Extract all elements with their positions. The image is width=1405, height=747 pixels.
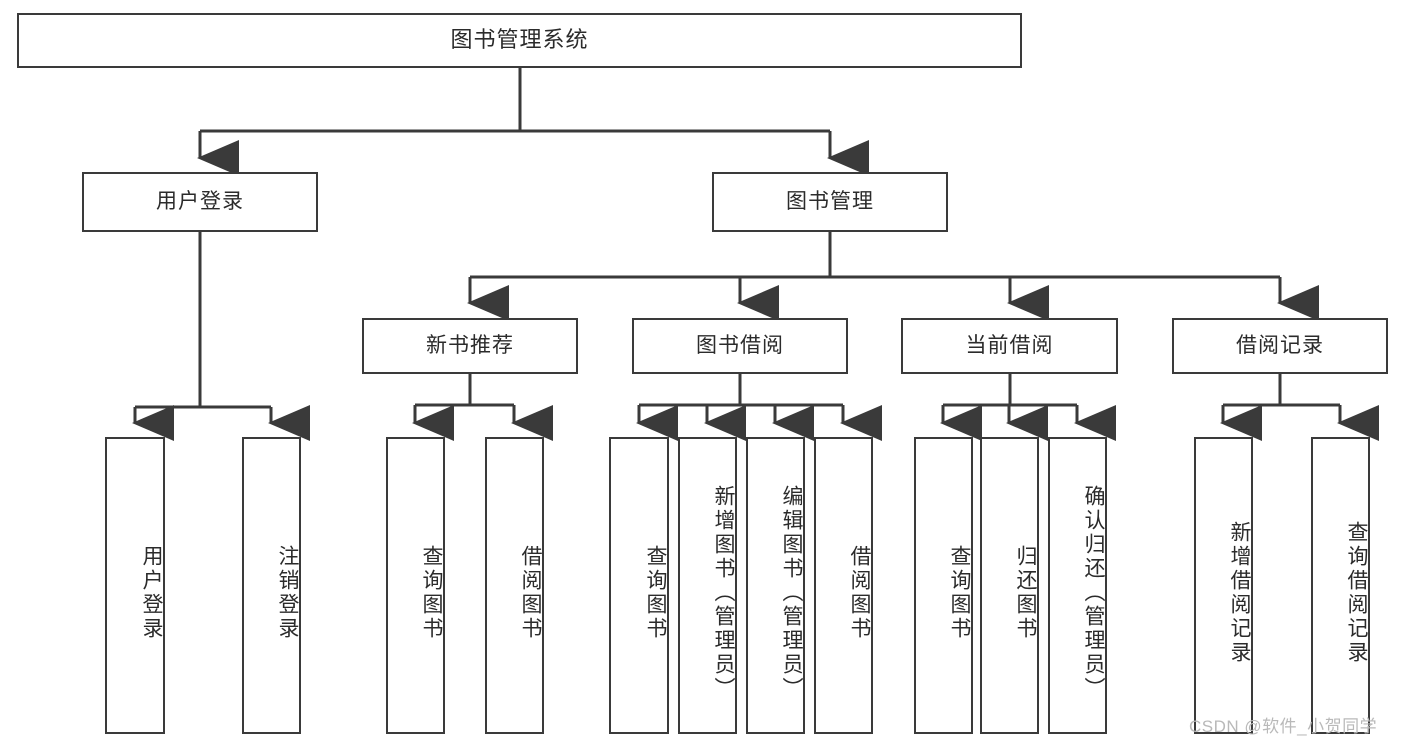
node-label: 归还图书 — [1014, 544, 1037, 641]
node-label: 借阅图书 — [519, 544, 542, 641]
node-label: 当前借阅 — [965, 334, 1054, 358]
node-label: 查询图书 — [948, 544, 971, 641]
node-label: 用户登录 — [140, 544, 163, 641]
node-leaf-logout-login[interactable]: 注销登录 — [242, 437, 301, 734]
node-leaf-query-book-2[interactable]: 查询图书 — [609, 437, 669, 734]
node-label: 借阅记录 — [1236, 334, 1324, 358]
node-label: 用户登录 — [156, 190, 244, 214]
node-leaf-edit-book[interactable]: 编辑图书（管理员） — [746, 437, 805, 734]
node-current-borrow[interactable]: 当前借阅 — [901, 318, 1118, 374]
node-leaf-query-book-1[interactable]: 查询图书 — [386, 437, 445, 734]
node-label: 借阅图书 — [848, 544, 871, 641]
node-root-system[interactable]: 图书管理系统 — [17, 13, 1022, 68]
node-leaf-borrow-book-1[interactable]: 借阅图书 — [485, 437, 544, 734]
node-label: 注销登录 — [276, 544, 299, 641]
node-label: 确认归还（管理员） — [1082, 484, 1105, 701]
node-label: 编辑图书（管理员） — [780, 484, 803, 701]
node-user-login[interactable]: 用户登录 — [82, 172, 318, 232]
node-leaf-borrow-book-2[interactable]: 借阅图书 — [814, 437, 873, 734]
node-new-book-recommend[interactable]: 新书推荐 — [362, 318, 578, 374]
node-leaf-add-book[interactable]: 新增图书（管理员） — [678, 437, 737, 734]
node-borrow-record[interactable]: 借阅记录 — [1172, 318, 1388, 374]
node-book-borrow[interactable]: 图书借阅 — [632, 318, 848, 374]
csdn-watermark: CSDN @软件_小贺同学 — [1189, 717, 1378, 736]
node-label: 查询图书 — [644, 544, 667, 641]
node-label: 图书借阅 — [696, 334, 784, 358]
node-book-manage[interactable]: 图书管理 — [712, 172, 948, 232]
node-label: 新增图书（管理员） — [712, 484, 735, 701]
node-label: 新增借阅记录 — [1228, 520, 1251, 665]
node-leaf-return-book[interactable]: 归还图书 — [980, 437, 1039, 734]
node-label: 查询借阅记录 — [1345, 520, 1368, 665]
node-label: 图书管理 — [786, 190, 874, 214]
node-leaf-query-book-3[interactable]: 查询图书 — [914, 437, 973, 734]
node-leaf-query-record[interactable]: 查询借阅记录 — [1311, 437, 1370, 734]
node-leaf-user-login[interactable]: 用户登录 — [105, 437, 165, 734]
node-leaf-confirm-return[interactable]: 确认归还（管理员） — [1048, 437, 1107, 734]
node-leaf-add-record[interactable]: 新增借阅记录 — [1194, 437, 1253, 734]
node-label: 图书管理系统 — [450, 27, 589, 53]
node-label: 查询图书 — [420, 544, 443, 641]
node-label: 新书推荐 — [426, 334, 514, 358]
